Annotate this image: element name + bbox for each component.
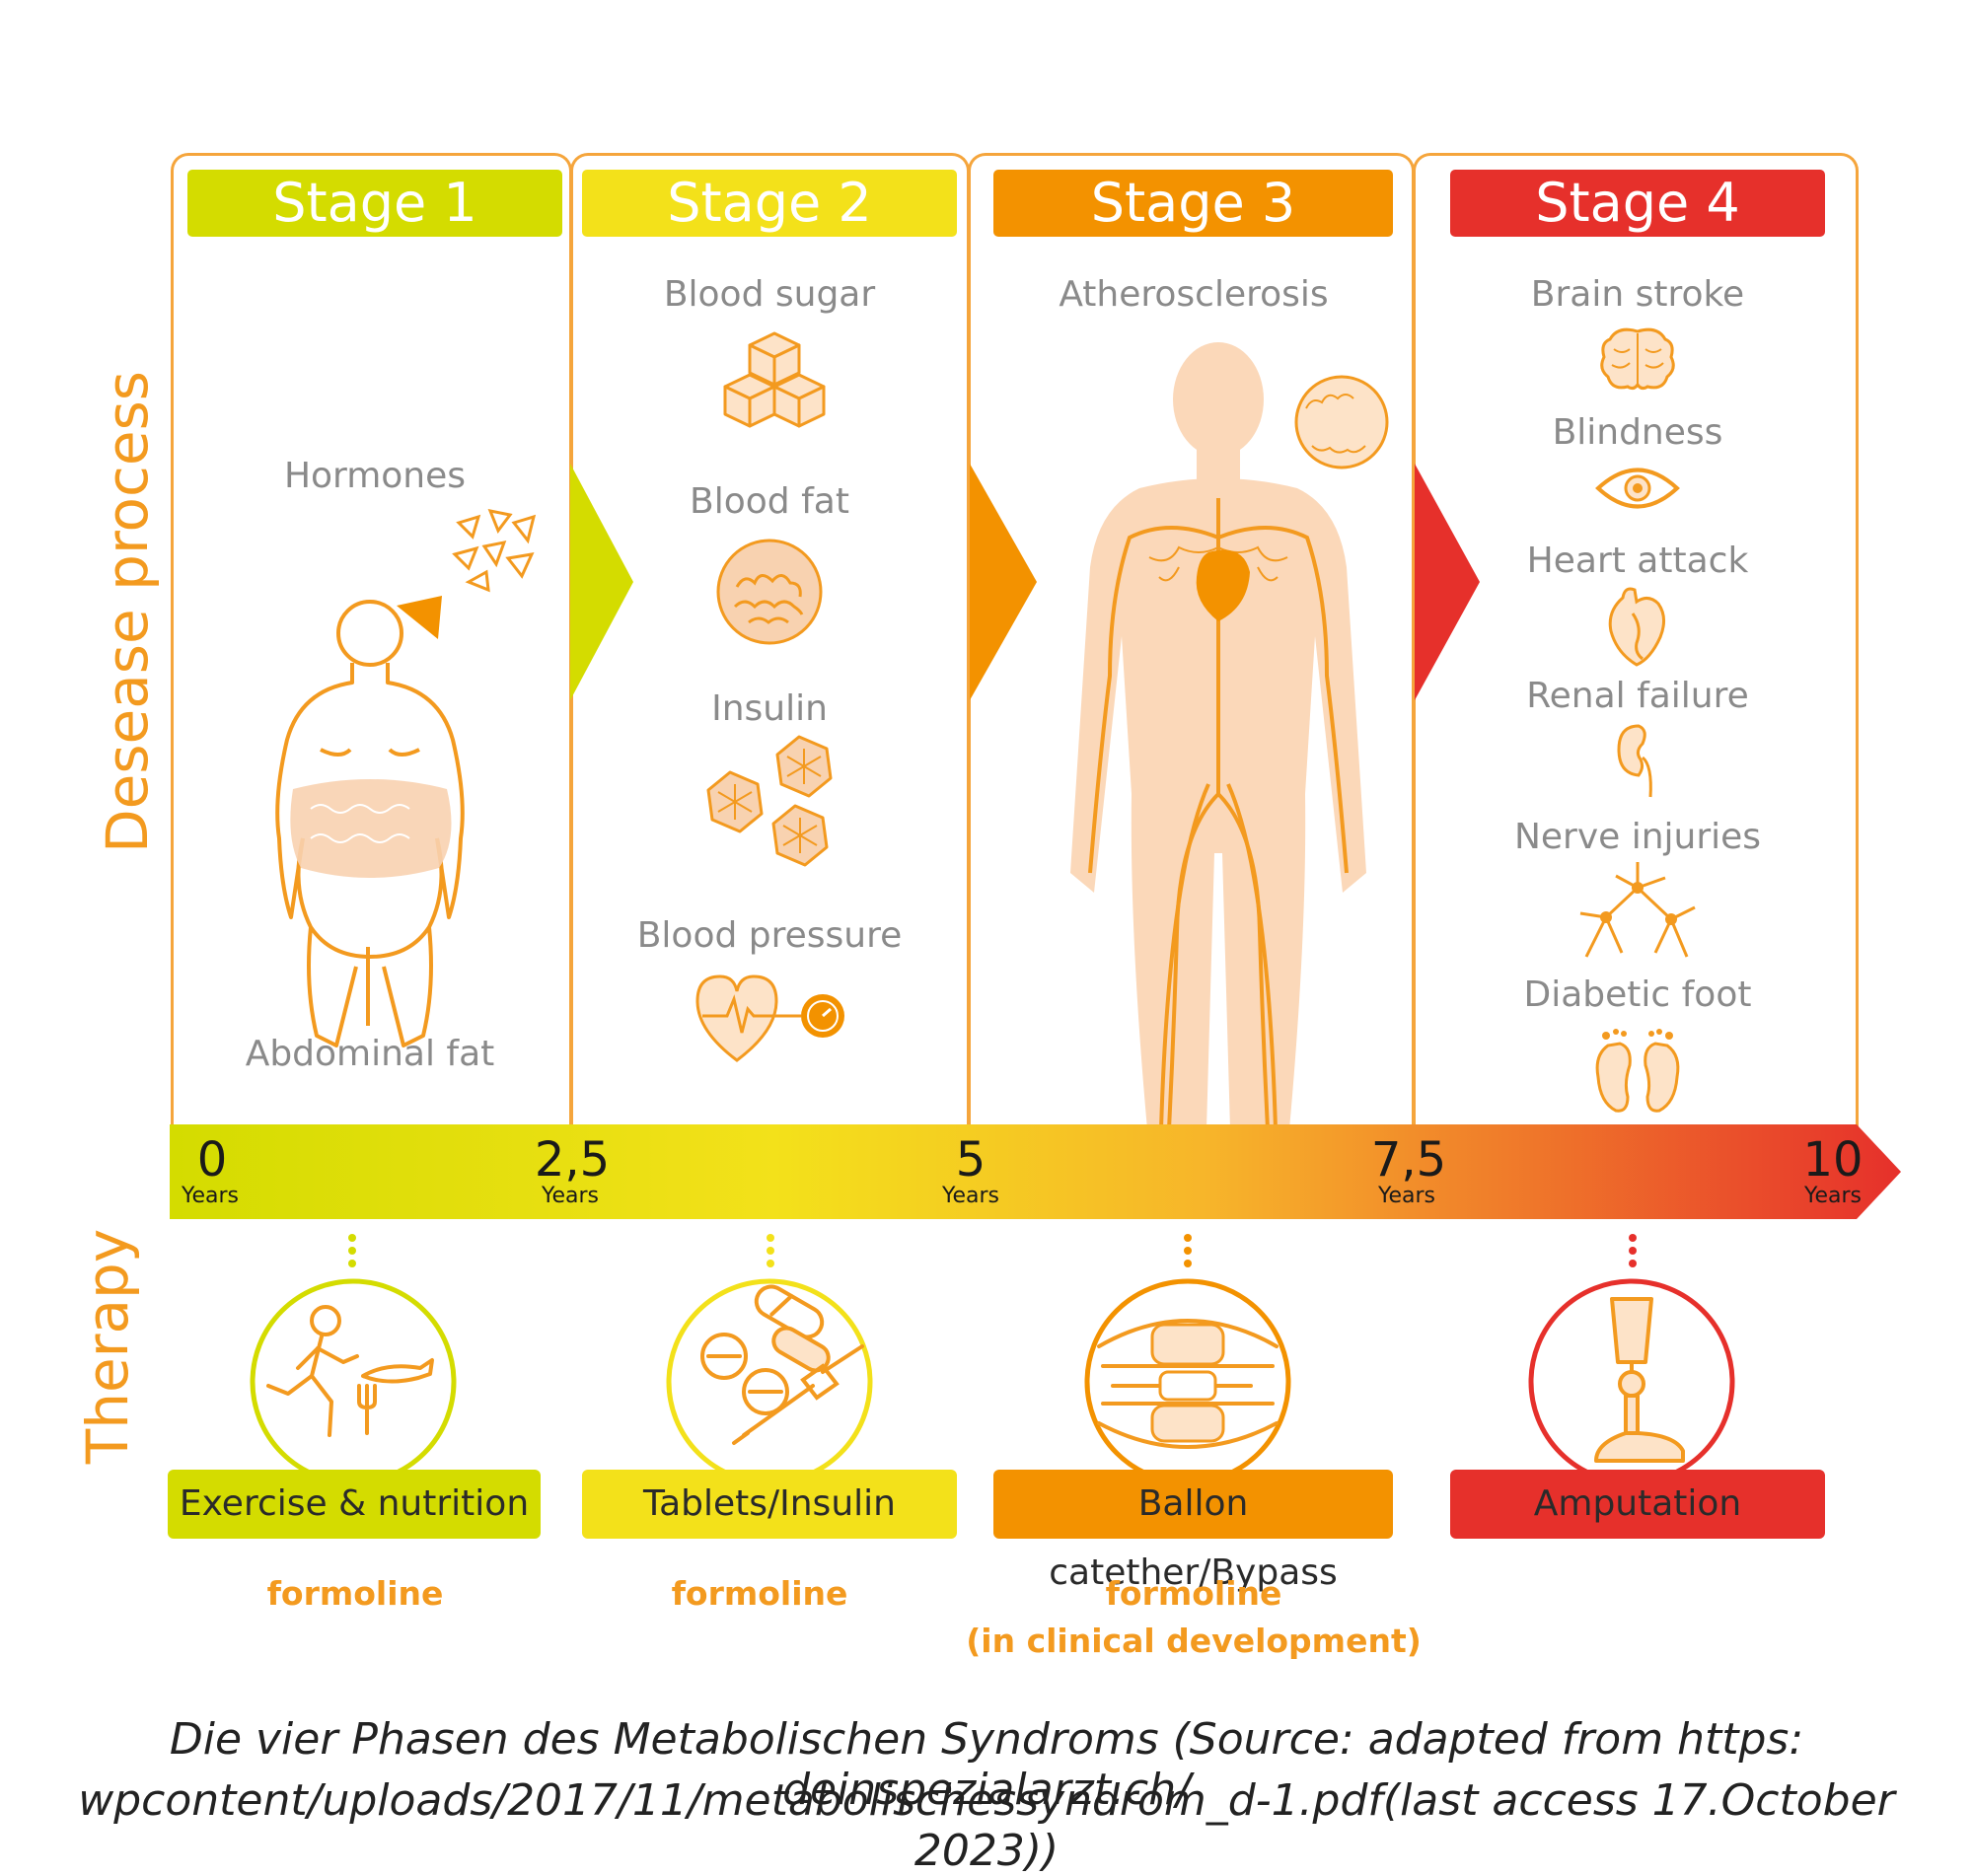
stage-2-title: Stage 2 xyxy=(582,170,957,237)
human-body-vascular-icon xyxy=(1070,342,1366,1130)
arrow-stage3-to-stage4 xyxy=(1415,464,1480,700)
balloon-catheter-icon xyxy=(1084,1278,1291,1485)
arrow-stage1-to-stage2 xyxy=(570,464,633,700)
formoline-note-3-detail: (in clinical development) xyxy=(966,1622,1422,1660)
tick-1-value: 2,5 xyxy=(534,1132,611,1188)
connector-2 xyxy=(767,1234,774,1267)
insulin-icon xyxy=(706,735,833,867)
therapy-label: Therapy xyxy=(74,1228,141,1465)
tick-4-value: 10 xyxy=(1802,1132,1863,1188)
label-blood-pressure: Blood pressure xyxy=(636,915,903,956)
label-nerve-injuries: Nerve injuries xyxy=(1513,817,1762,857)
heart-organ-icon xyxy=(1608,587,1665,667)
formoline-note-1: formoline xyxy=(266,1574,444,1613)
label-diabetic-foot: Diabetic foot xyxy=(1523,974,1752,1015)
nerve-icon xyxy=(1579,862,1696,958)
tick-1-unit: Years xyxy=(541,1184,600,1208)
label-insulin: Insulin xyxy=(711,688,828,729)
disease-process-label: Desease process xyxy=(94,370,161,853)
blood-fat-icon xyxy=(716,539,823,645)
tick-4-unit: Years xyxy=(1803,1184,1863,1208)
exercise-nutrition-icon xyxy=(250,1278,457,1485)
formoline-note-2: formoline xyxy=(671,1574,848,1613)
connector-4 xyxy=(1629,1234,1637,1267)
feet-icon xyxy=(1595,1029,1680,1113)
eye-icon xyxy=(1595,468,1680,509)
label-blindness: Blindness xyxy=(1552,412,1723,453)
tick-0-unit: Years xyxy=(181,1184,240,1208)
arrow-stage2-to-stage3 xyxy=(970,464,1037,700)
kidney-icon xyxy=(1617,724,1652,798)
label-heart-attack: Heart attack xyxy=(1526,541,1749,581)
tick-3-unit: Years xyxy=(1377,1184,1436,1208)
label-brain-stroke: Brain stroke xyxy=(1530,274,1745,315)
stage-4-panel xyxy=(1413,153,1859,1129)
timeline-bar xyxy=(170,1124,1901,1219)
therapy-balloon-bypass: Ballon catether/Bypass xyxy=(993,1470,1393,1593)
plaque-vessel-icon xyxy=(1294,375,1389,469)
stage-1-title: Stage 1 xyxy=(187,170,562,237)
tick-2-value: 5 xyxy=(955,1132,986,1188)
sugar-cubes-icon xyxy=(723,331,826,428)
caption-line-1: Die vier Phasen des Metabolischen Syndro… xyxy=(169,1714,1804,1815)
tick-3-value: 7,5 xyxy=(1370,1132,1447,1188)
tick-0-value: 0 xyxy=(196,1132,228,1188)
prosthetic-leg-icon xyxy=(1528,1278,1735,1485)
label-atherosclerosis: Atherosclerosis xyxy=(1059,274,1329,315)
therapy-exercise-nutrition: Exercise & nutrition xyxy=(168,1470,541,1539)
hormone-arrow-icon xyxy=(397,596,442,639)
therapy-tablets-insulin: Tablets/Insulin xyxy=(582,1470,957,1539)
label-hormones: Hormones xyxy=(283,456,467,496)
connector-1 xyxy=(348,1234,356,1267)
tick-2-unit: Years xyxy=(941,1184,1000,1208)
formoline-note-3: formoline xyxy=(1105,1574,1282,1613)
label-renal-failure: Renal failure xyxy=(1526,676,1749,716)
obese-body-icon xyxy=(275,600,465,1047)
tablets-insulin-icon xyxy=(666,1278,873,1485)
connector-3 xyxy=(1184,1234,1192,1267)
therapy-amputation: Amputation xyxy=(1450,1470,1825,1539)
hormones-icon xyxy=(452,508,537,593)
label-blood-fat: Blood fat xyxy=(690,481,849,522)
stage-4-title: Stage 4 xyxy=(1450,170,1825,237)
blood-pressure-icon xyxy=(695,974,844,1062)
label-blood-sugar: Blood sugar xyxy=(663,274,876,315)
stage-3-title: Stage 3 xyxy=(993,170,1393,237)
brain-icon xyxy=(1600,327,1675,391)
caption-line-2: wpcontent/uploads/2017/11/metabolischess… xyxy=(78,1775,1895,1876)
label-abdominal-fat: Abdominal fat xyxy=(245,1034,495,1074)
